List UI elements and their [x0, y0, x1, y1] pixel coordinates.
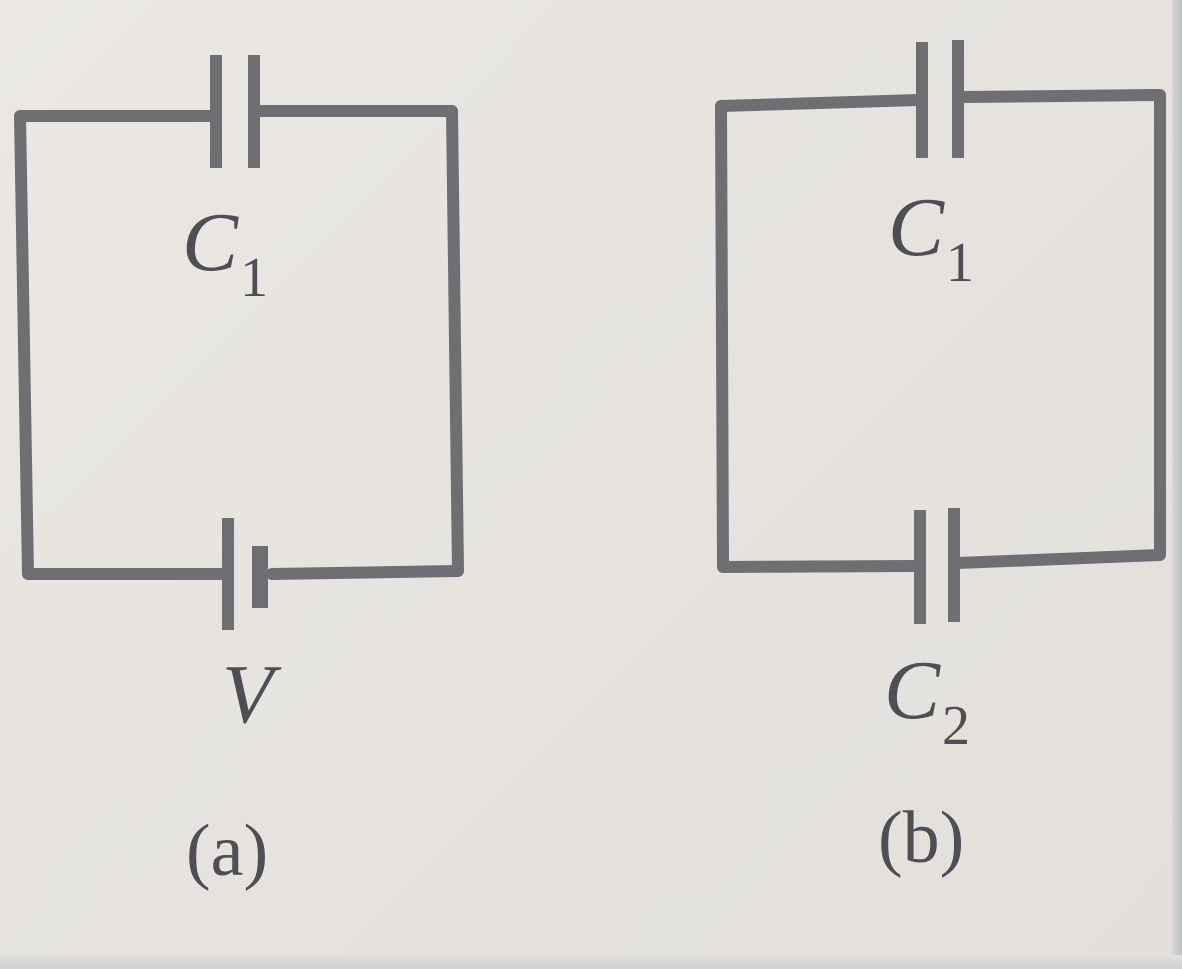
- circuit-b-wire-right: [952, 89, 1166, 569]
- circuit-a: C1 V (a): [14, 55, 464, 892]
- capacitor-b2-label: C2: [884, 644, 970, 757]
- caption-a: (a): [186, 810, 268, 892]
- capacitor-a-label: C1: [182, 196, 268, 309]
- circuit-b-wire-left: [715, 94, 924, 573]
- capacitor-a-subscript: 1: [240, 247, 268, 309]
- capacitor-b2-subscript: 2: [942, 695, 970, 757]
- page-edge-right: [1172, 0, 1182, 969]
- circuit-b: C1 C2 (b): [715, 40, 1166, 879]
- circuit-a-wire-right: [256, 105, 464, 580]
- circuit-a-wire-left: [14, 110, 228, 580]
- capacitor-b1-label: C1: [888, 181, 974, 294]
- battery-label: V: [222, 648, 282, 741]
- page-edge-bottom: [0, 955, 1182, 969]
- caption-b: (b): [878, 797, 964, 879]
- capacitor-b1-subscript: 1: [946, 232, 974, 294]
